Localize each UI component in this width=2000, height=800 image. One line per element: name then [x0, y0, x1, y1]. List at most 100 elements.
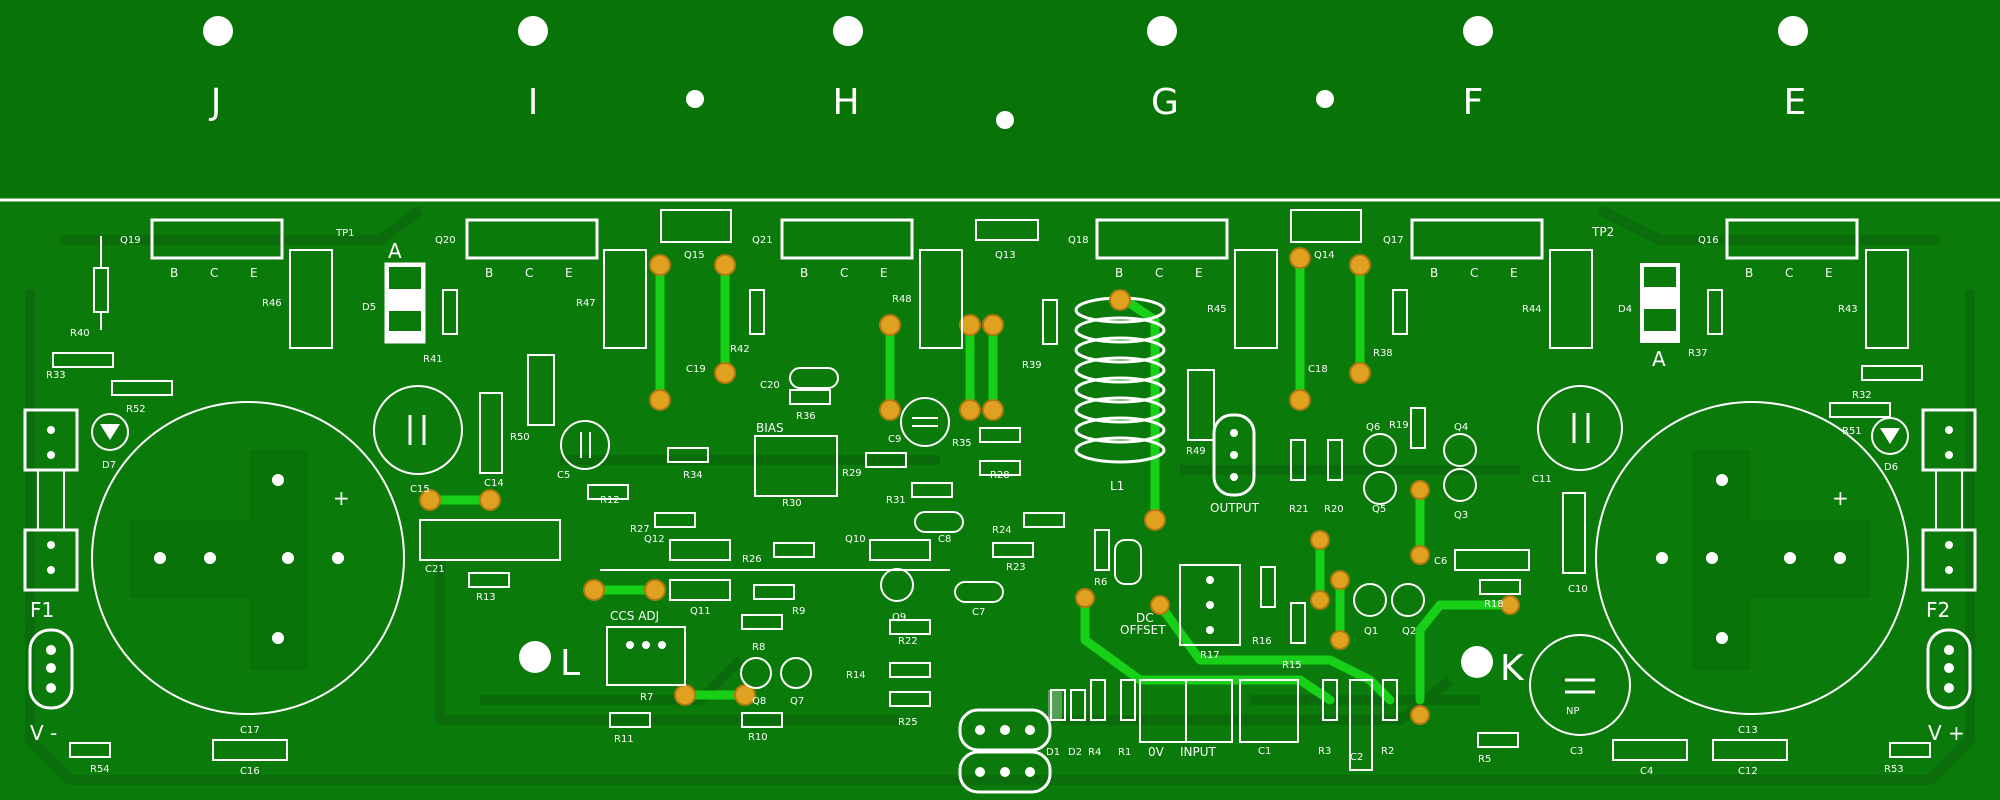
label-r6: R6: [1094, 577, 1107, 588]
label-q3: Q3: [1454, 510, 1468, 521]
label-f2: F2: [1926, 598, 1950, 622]
label-r26: R26: [742, 554, 762, 565]
label-r17: R17: [1200, 650, 1220, 661]
label-c3: C3: [1570, 746, 1583, 757]
label-r54: R54: [90, 764, 110, 775]
label-q5: Q5: [1372, 504, 1386, 515]
label-r20: R20: [1324, 504, 1344, 515]
label-r4: R4: [1088, 747, 1101, 758]
label-c8: C8: [938, 534, 951, 545]
diode-d5: [384, 262, 426, 344]
label-r27: R27: [630, 524, 650, 535]
label-np: NP: [1566, 706, 1580, 717]
label-r10: R10: [748, 732, 768, 743]
bottom-connector: [958, 708, 1052, 794]
led-d6: [1871, 417, 1909, 455]
label-r46: R46: [262, 298, 282, 309]
label-r36: R36: [796, 411, 816, 422]
label-r12: R12: [600, 495, 620, 506]
label-q16: Q16: [1698, 235, 1719, 246]
label-e-q18: E: [1195, 266, 1203, 280]
label-q2: Q2: [1402, 626, 1416, 637]
output-connector: [1212, 413, 1256, 497]
fuse-f2: [1921, 408, 1977, 710]
diode-d4: [1640, 263, 1680, 343]
label-e-q20: E: [565, 266, 573, 280]
label-ccs-adj: CCS ADJ: [610, 609, 659, 623]
label-r2: R2: [1381, 746, 1394, 757]
label-bias: BIAS: [756, 421, 784, 435]
label-r23: R23: [1006, 562, 1026, 573]
film-capacitors: [212, 367, 1788, 771]
label-r35: R35: [952, 438, 972, 449]
label-r41: R41: [423, 354, 443, 365]
label-r9: R9: [792, 606, 805, 617]
label-q1: Q1: [1364, 626, 1378, 637]
label-b-q17: B: [1430, 266, 1438, 280]
label-r3: R3: [1318, 746, 1331, 757]
label-b-q21: B: [800, 266, 808, 280]
label-0v: 0V: [1148, 745, 1165, 759]
label-c-q19: C: [210, 266, 218, 280]
label-c10: C10: [1568, 584, 1588, 595]
electrolytic-caps: [373, 385, 1631, 736]
small-resistors: [52, 236, 1923, 441]
label-q17: Q17: [1383, 235, 1404, 246]
label-r16: R16: [1252, 636, 1272, 647]
label-q8: Q8: [752, 696, 766, 707]
label-r5: R5: [1478, 754, 1491, 765]
header-letter-g: G: [1151, 82, 1179, 123]
label-r14: R14: [846, 670, 866, 681]
label-r44: R44: [1522, 304, 1542, 315]
label-r1: R1: [1118, 747, 1131, 758]
label-f1: F1: [30, 598, 54, 622]
label-q14: Q14: [1314, 250, 1335, 261]
header-letter-e: E: [1784, 82, 1807, 123]
gold-pads: [419, 247, 1520, 725]
label-r29: R29: [842, 468, 862, 479]
label-q20: Q20: [435, 235, 456, 246]
label-c14: C14: [484, 478, 504, 489]
label-e-q21: E: [880, 266, 888, 280]
led-d7: [91, 413, 129, 451]
label-r51: R51: [1842, 426, 1862, 437]
input-connectors: [1048, 679, 1299, 743]
label-output: OUTPUT: [1210, 501, 1260, 515]
label-r52: R52: [126, 404, 146, 415]
label-r43: R43: [1838, 304, 1858, 315]
label-dc: DC: [1136, 611, 1154, 625]
label-q4: Q4: [1454, 422, 1468, 433]
header-letter-j: J: [209, 82, 222, 123]
label-e-q17: E: [1510, 266, 1518, 280]
label-b-q16: B: [1745, 266, 1753, 280]
label-c-q17: C: [1470, 266, 1478, 280]
label-q21: Q21: [752, 235, 773, 246]
label-c-q18: C: [1155, 266, 1163, 280]
label-c15: C15: [410, 484, 430, 495]
header-letter-i: I: [528, 82, 539, 123]
label-r49: R49: [1186, 446, 1206, 457]
mounting-hole-l: [519, 641, 551, 673]
label-r15: R15: [1282, 660, 1302, 671]
label-r22: R22: [898, 636, 918, 647]
label-c12: C12: [1738, 766, 1758, 777]
label-r7: R7: [640, 692, 653, 703]
label-q19: Q19: [120, 235, 141, 246]
trimmers: [606, 435, 1241, 686]
label-b-q19: B: [170, 266, 178, 280]
label-r11: R11: [614, 734, 634, 745]
label-r19: R19: [1389, 420, 1409, 431]
label-c19: C19: [686, 364, 706, 375]
label-r13: R13: [476, 592, 496, 603]
small-transistors: [669, 219, 1477, 689]
fuse-f1: [23, 408, 79, 710]
label-r18: R18: [1484, 599, 1504, 610]
label-c13: C13: [1738, 725, 1758, 736]
label-b-q20: B: [485, 266, 493, 280]
label-q7: Q7: [790, 696, 804, 707]
label-c7: C7: [972, 607, 985, 618]
label-c2: C2: [1350, 752, 1363, 763]
label-plus-left: +: [333, 486, 350, 510]
label-r42: R42: [730, 344, 750, 355]
